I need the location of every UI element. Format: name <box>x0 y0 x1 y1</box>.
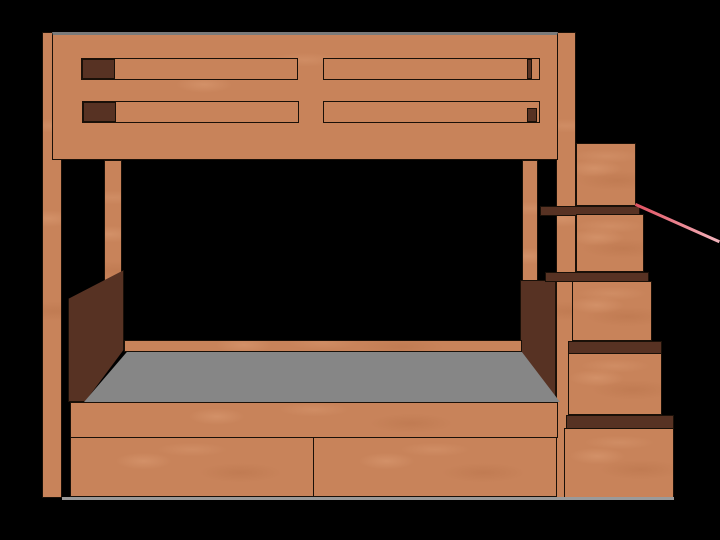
drawer-right <box>313 437 557 497</box>
drawer-left <box>70 437 314 497</box>
mattress <box>84 352 560 402</box>
rail-slot <box>323 101 540 123</box>
stair-tread <box>566 415 674 429</box>
slot-shadow <box>82 59 115 79</box>
back-rail <box>124 340 522 352</box>
slot-shadow <box>527 108 537 122</box>
stair-step-3 <box>572 281 652 341</box>
slot-shadow <box>83 102 116 122</box>
top-guardrail-panel <box>52 32 558 160</box>
stair-step-4 <box>568 353 662 415</box>
slot-shadow <box>527 59 532 79</box>
stair-step-2 <box>576 214 644 272</box>
guide-line <box>634 203 720 244</box>
rail-slot <box>323 58 540 80</box>
stair-step-5 <box>564 428 674 498</box>
front-rail <box>70 402 558 438</box>
stair-step-1 <box>576 143 636 206</box>
rail-slot <box>82 101 299 123</box>
floor-edge <box>62 497 674 500</box>
rail-slot <box>81 58 298 80</box>
